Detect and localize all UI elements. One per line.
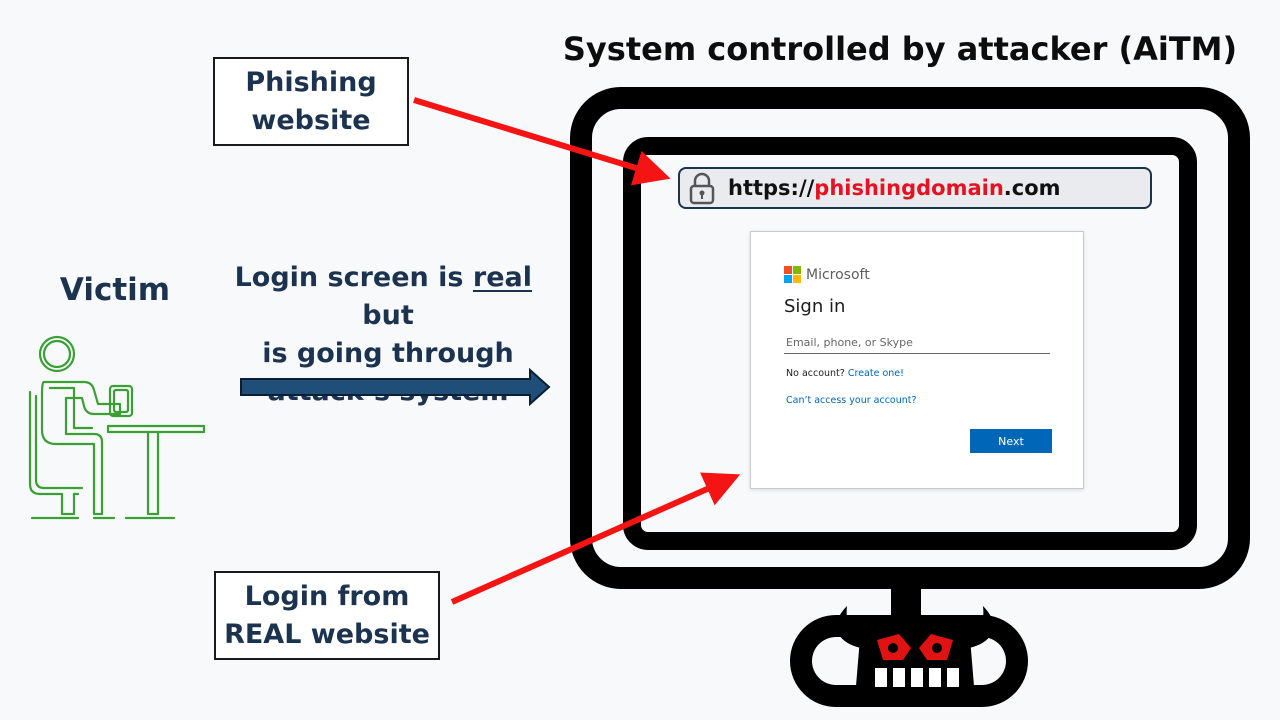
arrow-to-login-card [450,472,741,605]
microsoft-brand-name: Microsoft [806,266,870,283]
no-account-label: No account? [786,368,845,379]
arrow-to-url-bar [413,97,671,186]
phishing-callout-line1: Phishing [245,66,377,98]
microsoft-logo: Microsoft [784,266,870,283]
diagram-title: System controlled by attacker (AiTM) [562,30,1238,68]
microsoft-logo-icon [784,266,801,283]
login-callout-line2: REAL website [224,618,430,650]
victim-label: Victim [59,272,171,308]
phishing-website-callout: Phishing website [213,57,409,146]
create-account-link[interactable]: Create one! [847,368,904,379]
flow-arrow-icon [240,368,551,406]
email-input[interactable] [784,332,1050,354]
next-button[interactable]: Next [970,429,1052,453]
url-phishing-domain: phishingdomain [814,176,1004,200]
devil-face-icon [836,606,994,698]
explanation-part2: but [362,300,414,331]
sign-in-heading: Sign in [784,296,846,317]
cant-access-link[interactable]: Can’t access your account? [786,395,917,406]
url-prefix: https:// [728,176,815,200]
monitor-outer-frame [570,87,1250,589]
padlock-icon [689,172,715,205]
browser-url-bar[interactable]: https://phishingdomain.com [678,167,1152,209]
monitor-inner-frame [623,137,1197,550]
microsoft-login-card: Microsoft Sign in No account? Create one… [750,231,1084,489]
explanation-part1: Login screen is [234,262,464,293]
person-at-desk-icon [28,335,206,520]
explanation-line2: is going through [262,338,514,369]
real-login-callout: Login from REAL website [214,571,440,660]
url-text: https://phishingdomain.com [728,176,1061,200]
no-account-text: No account? Create one! [786,368,904,379]
login-callout-line1: Login from [244,580,410,612]
phishing-callout-line2: website [251,104,371,136]
url-suffix: .com [1003,176,1061,200]
explanation-underlined: real [472,262,533,293]
explanation-line1: Login screen is real but [205,259,571,335]
